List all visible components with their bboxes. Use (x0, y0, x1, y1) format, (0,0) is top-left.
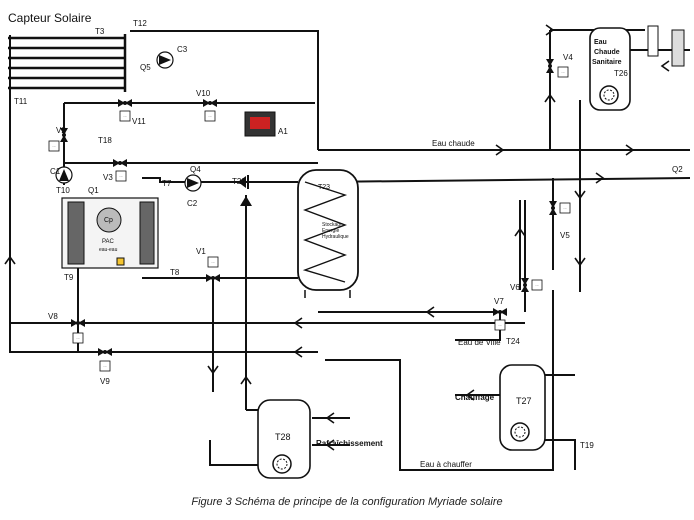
label-t9: T9 (64, 273, 74, 282)
label-eau-chaude: Eau chaude (432, 139, 475, 148)
storage-tank (297, 169, 359, 298)
controller-a1 (244, 111, 276, 137)
label-ecs-2: Chaude (594, 49, 620, 56)
pump-c2 (184, 174, 202, 192)
label-ecs-3: Sanitaire (592, 59, 622, 66)
label-pac-sub: eau-eau (99, 247, 118, 253)
label-v7: V7 (494, 297, 504, 306)
valve-v1 (206, 256, 220, 282)
valve-v3 (113, 159, 127, 182)
check-valve (238, 175, 252, 206)
label-c2: C2 (187, 199, 198, 208)
label-v10: V10 (196, 89, 211, 98)
label-v9: V9 (100, 377, 110, 386)
label-q1: Q1 (88, 186, 99, 195)
label-t23: T23 (318, 184, 330, 191)
label-t19: T19 (580, 441, 594, 450)
solar-collector (8, 34, 127, 92)
label-t18: T18 (98, 136, 112, 145)
valve-v11 (118, 99, 132, 122)
label-t26: T26 (614, 69, 628, 78)
pipework (9, 29, 691, 471)
label-eau-ville: Eau de Ville (458, 338, 501, 347)
label-t28: T28 (275, 432, 291, 442)
label-v1: V1 (196, 247, 206, 256)
label-t11: T11 (14, 97, 28, 106)
valve-v5 (549, 201, 571, 215)
label-c1: C1 (50, 167, 61, 176)
label-t22: T22 (232, 177, 246, 186)
label-stock-3: Hydraulique (322, 234, 349, 240)
pump-c3 (156, 51, 174, 69)
label-t10: T10 (56, 186, 70, 195)
label-ecs-1: Eau (594, 39, 607, 46)
heat-pump-unit (61, 197, 159, 269)
label-t12: T12 (133, 19, 147, 28)
label-eau-chauffer: Eau à chauffer (420, 460, 472, 469)
chauffage-tank (499, 364, 546, 451)
label-chauffage: Chauffage (455, 393, 495, 402)
label-v4: V4 (563, 53, 573, 62)
rafraichissement-tank (257, 399, 311, 479)
label-t24: T24 (506, 337, 520, 346)
valve-v9 (98, 348, 112, 372)
label-stock-1: Stockage (322, 222, 343, 228)
label-v5: V5 (560, 231, 570, 240)
label-q5: Q5 (140, 63, 151, 72)
label-t27: T27 (516, 396, 532, 406)
label-v3: V3 (103, 173, 113, 182)
valve-v6 (521, 278, 543, 292)
ecs-tank (589, 25, 685, 111)
label-q4: Q4 (190, 165, 201, 174)
label-v8: V8 (48, 312, 58, 321)
label-v6: V6 (510, 283, 520, 292)
label-rafraichissement: Rafraîchissement (316, 439, 383, 448)
label-stock-2: Energie (322, 228, 339, 234)
valve-v10 (203, 99, 217, 122)
label-v2: V2 (56, 126, 66, 135)
label-capteur: Capteur Solaire (8, 11, 92, 25)
label-v11: V11 (132, 117, 146, 126)
label-a1: A1 (278, 127, 288, 136)
figure-caption: Figure 3 Schéma de principe de la config… (191, 496, 503, 508)
label-c3: C3 (177, 45, 188, 54)
label-pac-title: PAC (102, 239, 115, 245)
label-t7: T7 (162, 179, 172, 188)
label-t8: T8 (170, 268, 180, 277)
label-t3: T3 (95, 27, 105, 36)
label-pac-cp: Cp (104, 217, 113, 224)
label-q2: Q2 (672, 165, 683, 174)
labels: Capteur Solaire T3 T12 C3 Q5 T11 V11 V10… (8, 11, 683, 469)
